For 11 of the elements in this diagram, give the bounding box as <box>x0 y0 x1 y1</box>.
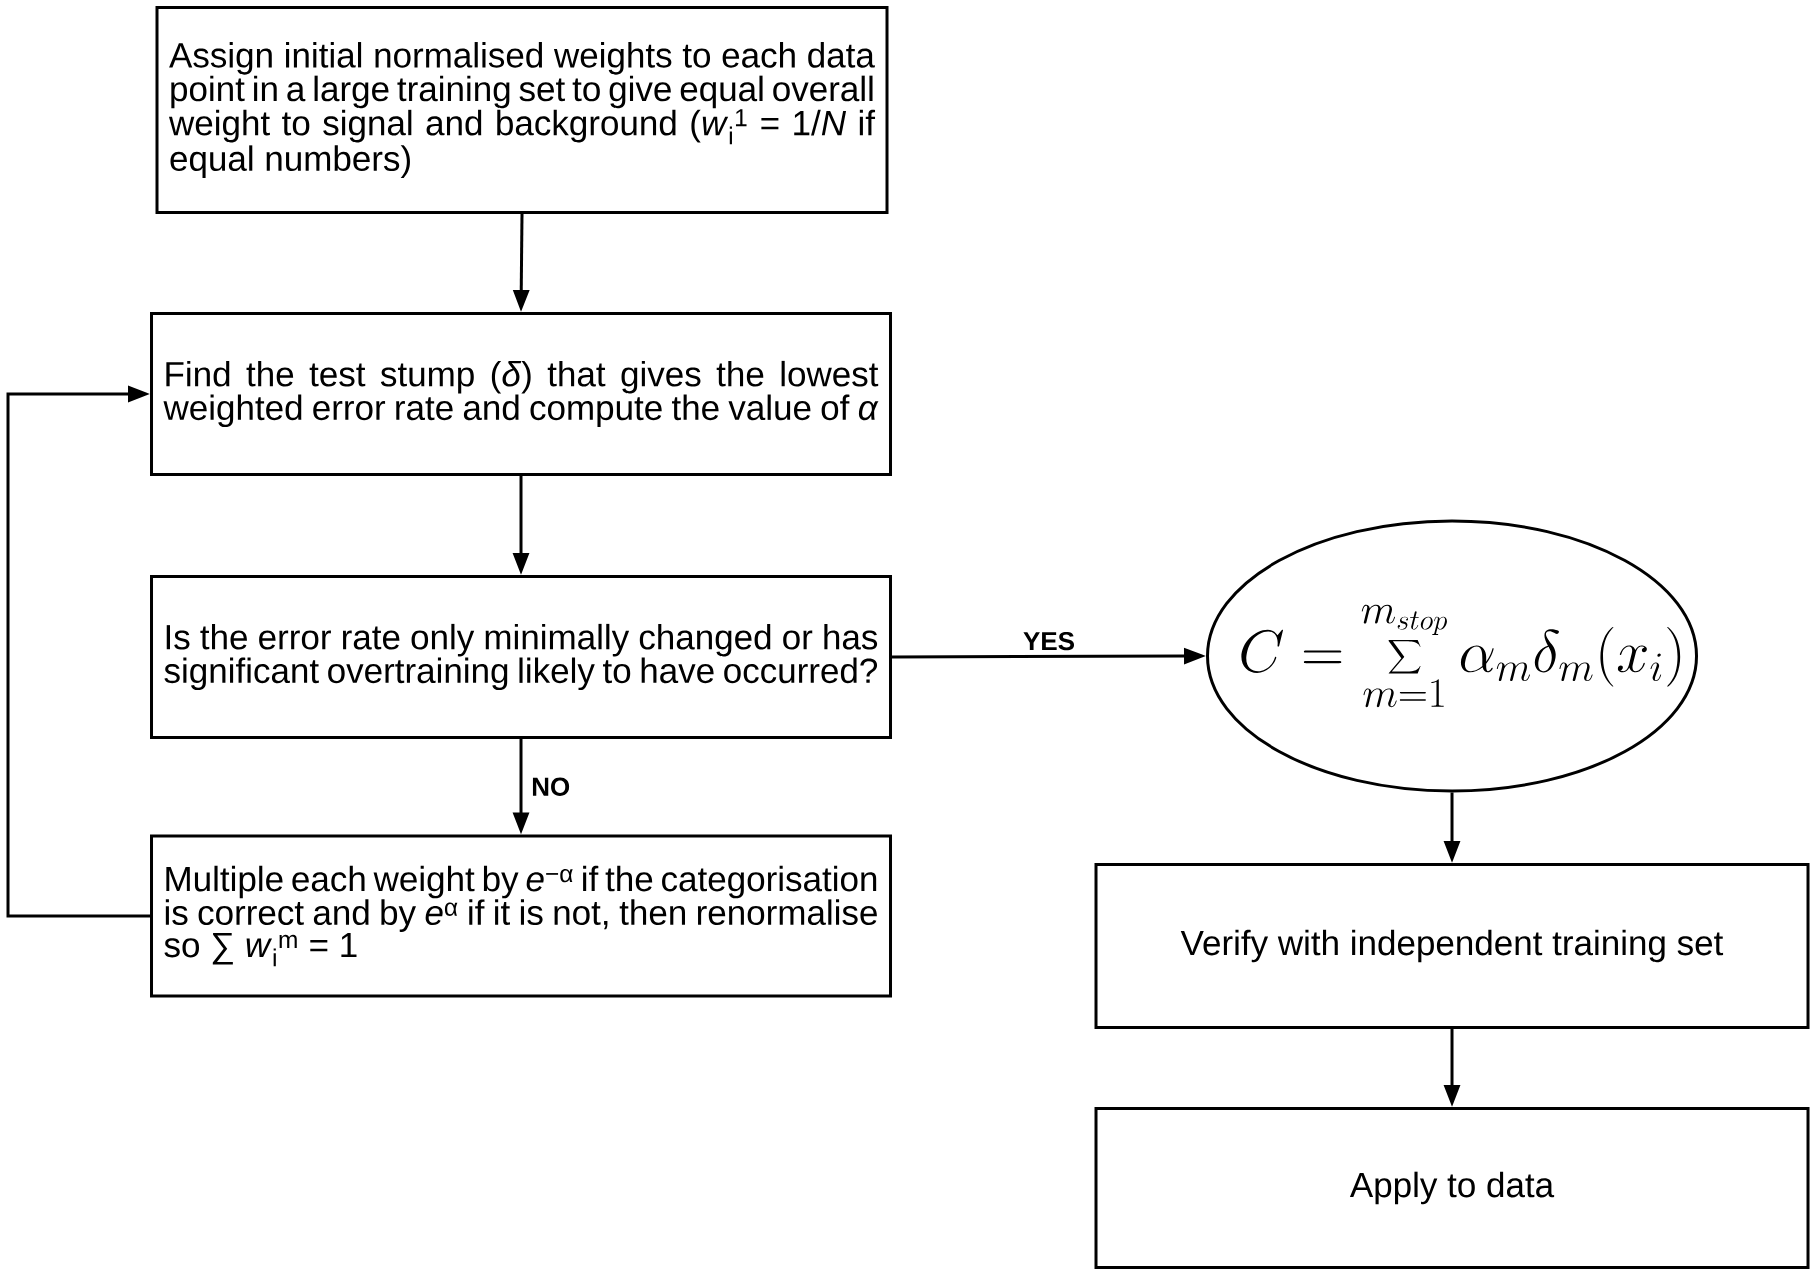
process-box: Multiple each weight by e$^{−α}$ if the categorisation is correct and by e$^{α}$ if it is not, then renormalise so ∑ w$_{i}$$^{m}$ = 1 <box>150 834 892 998</box>
process-box: Verify with independent training set <box>1094 863 1810 1029</box>
process-box: Find the test stump (δ) that gives the lowest weighted error rate and compute the value of α <box>150 312 892 476</box>
edge-label: YES <box>1021 629 1077 653</box>
process-box: Is the error rate only minimally changed or has significant overtraining likely to have occurred? <box>150 575 892 739</box>
process-box: Apply to data <box>1094 1107 1810 1269</box>
formula-ellipse <box>1206 519 1698 793</box>
node-label: $C = \sum_{m=1}^{m_{stop}} \alpha_m\delta_m(x_i)$ <box>1241 604 1681 708</box>
process-box: Assign initial normalised weights to each data point in a large training set to give equal overall weight to signal and background (w$_{i}$$^{1}$ = 1/N if equal numbers) <box>155 6 889 214</box>
arrow <box>6 385 150 918</box>
edge-label: NO <box>529 775 573 798</box>
